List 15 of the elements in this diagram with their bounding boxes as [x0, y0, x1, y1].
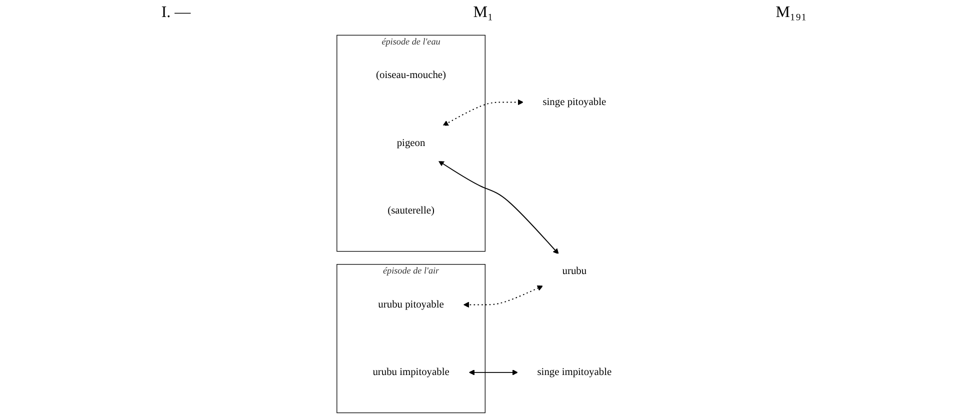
label-text: M₁ — [473, 4, 494, 23]
arrow — [438, 160, 559, 254]
arrow — [442, 99, 524, 126]
node-text: urubu pitoyable — [378, 298, 444, 310]
arrow — [468, 370, 518, 376]
node-text: singe pitoyable — [542, 96, 606, 108]
node-text: singe impitoyable — [537, 366, 612, 378]
arrow — [463, 285, 543, 308]
node-text: urubu impitoyable — [372, 366, 450, 378]
label-text: M₁₉₁ — [776, 4, 807, 23]
node-text: (oiseau-mouche) — [376, 70, 446, 81]
node-text: (sauterelle) — [388, 205, 434, 216]
label-text: I. — — [161, 4, 191, 23]
node-text: pigeon — [396, 137, 426, 148]
node-text: urubu — [562, 266, 587, 277]
